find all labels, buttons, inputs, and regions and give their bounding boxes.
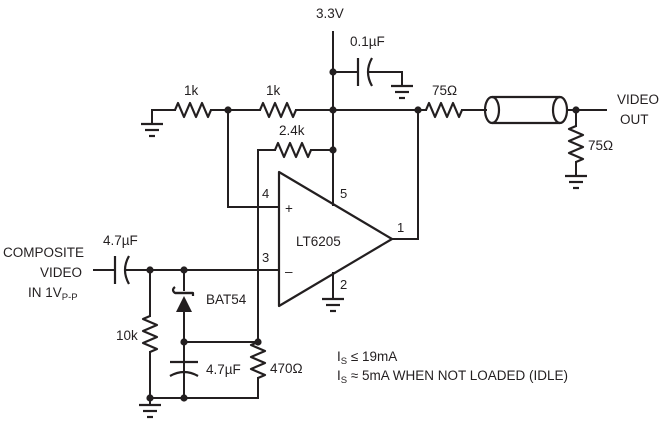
ground-symbol (322, 272, 344, 313)
r-input-10k: 10k (116, 269, 159, 406)
r-bias-2k4: 2.4k (257, 123, 334, 159)
filter-capacitor: 4.7µF (169, 341, 259, 377)
diode-label: BAT54 (206, 292, 247, 307)
note2-rest: ≈ 5mA WHEN NOT LOADED (IDLE) (347, 368, 568, 383)
opamp-lt6205: LT6205 + – 4 5 3 1 2 (262, 170, 404, 308)
bypass-capacitor: 0.1µF (332, 34, 403, 87)
r-pulldown-label: 470Ω (270, 361, 303, 376)
note-line1: IS ≤ 19mA (337, 349, 397, 367)
video-out-line2: OUT (620, 112, 649, 127)
note1-prefix: I (337, 349, 341, 364)
ground-symbol (139, 403, 161, 419)
r-load-75: 75Ω (567, 109, 613, 177)
r-pulldown-470: 470Ω (249, 340, 303, 399)
filter-cap-label: 4.7µF (206, 362, 241, 377)
composite-video-input-label: COMPOSITE VIDEO IN 1VP-P (3, 245, 84, 303)
note-line2: IS ≈ 5mA WHEN NOT LOADED (IDLE) (337, 368, 568, 386)
input-line3-main: IN 1V (28, 285, 62, 300)
r-feedback-label: 1k (266, 83, 281, 98)
pin-1: 1 (397, 220, 404, 235)
r-back-termination-75: 75Ω (424, 83, 487, 119)
ground-symbol (391, 84, 413, 100)
supply-label: 3.3V (316, 6, 344, 21)
coax-cable (483, 95, 607, 125)
supply-3v3: 3.3V (316, 6, 344, 111)
note2-prefix: I (337, 368, 341, 383)
diode-bat54: BAT54 (171, 269, 247, 399)
supply-current-notes: IS ≤ 19mA IS ≈ 5mA WHEN NOT LOADED (IDLE… (337, 349, 568, 386)
r-input-label: 10k (116, 328, 138, 343)
bypass-cap-label: 0.1µF (350, 34, 385, 49)
r-ground-label: 1k (184, 83, 199, 98)
r-back-term-label: 75Ω (432, 83, 457, 98)
input-capacitor: 4.7µF (93, 233, 280, 285)
pin-4: 4 (262, 186, 269, 201)
opamp-label: LT6205 (296, 234, 341, 249)
video-out-label: VIDEO OUT (617, 92, 659, 127)
input-cap-label: 4.7µF (103, 233, 138, 248)
opamp-plus: + (285, 201, 293, 216)
opamp-minus: – (285, 264, 293, 279)
input-line2: VIDEO (40, 265, 82, 280)
r-feedback-1k: 1k (258, 83, 427, 119)
note1-sub: S (341, 356, 347, 367)
input-line3: IN 1VP-P (28, 285, 78, 303)
input-line3-sub: P-P (62, 292, 78, 303)
pin-2: 2 (340, 277, 347, 292)
input-line1: COMPOSITE (3, 245, 84, 260)
pin-3: 3 (262, 250, 269, 265)
video-out-line1: VIDEO (617, 92, 659, 107)
junction-dots (146, 68, 580, 402)
r-load-label: 75Ω (588, 138, 613, 153)
ground-symbol (141, 109, 163, 138)
note1-rest: ≤ 19mA (347, 349, 397, 364)
r-ground-1k: 1k (151, 83, 261, 119)
r-bias-label: 2.4k (279, 123, 305, 138)
pin-5: 5 (340, 186, 347, 201)
ground-symbol (565, 174, 587, 190)
note2-sub: S (341, 375, 347, 386)
